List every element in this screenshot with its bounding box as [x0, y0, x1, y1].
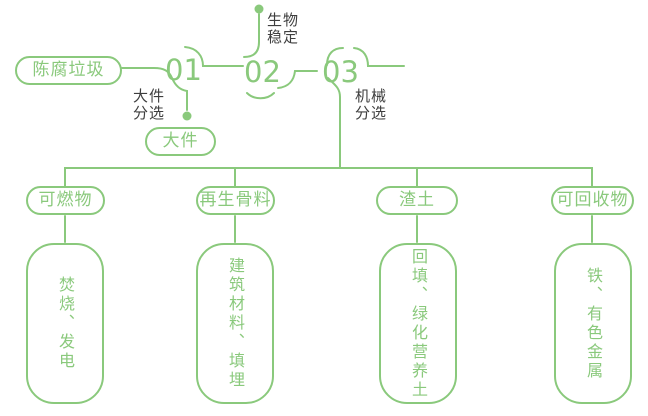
line-02-to-03 [277, 70, 318, 89]
detail-box-incineration: 焚烧、发电 [26, 243, 104, 404]
node-recyclables: 可回收物 [551, 186, 634, 215]
node-combustibles: 可燃物 [26, 186, 105, 215]
detail-box-metals: 铁、有色金属 [554, 243, 632, 404]
detail-box-construction: 建筑材料、填埋 [196, 243, 274, 404]
step-number-02: 02 [244, 55, 281, 89]
node-large-items: 大件 [145, 127, 216, 156]
line-source-to-01 [121, 67, 188, 111]
step-number-01: 01 [165, 53, 202, 87]
step-label-bulky-sorting: 大件 分选 [133, 87, 166, 122]
detail-text-incineration: 焚烧、发电 [56, 276, 75, 371]
step-label-bio-stabilization: 生物 稳定 [267, 11, 300, 46]
detail-text-construction: 建筑材料、填埋 [226, 257, 245, 390]
line-03-out [353, 47, 405, 67]
branch-dot-large-items [182, 111, 192, 121]
line-03-down [327, 77, 341, 169]
node-slag-soil: 渣土 [376, 186, 458, 215]
detail-box-backfill: 回填、绿化营养土 [379, 243, 457, 404]
node-aged-waste: 陈腐垃圾 [15, 56, 122, 85]
arc-under-02 [246, 92, 275, 100]
node-recycled-aggregate: 再生骨料 [196, 186, 275, 215]
line-bio-drop [243, 13, 260, 58]
step-label-mechanical-sorting: 机械 分选 [355, 87, 388, 122]
detail-text-metals: 铁、有色金属 [584, 266, 603, 381]
detail-text-backfill: 回填、绿化营养土 [409, 247, 428, 400]
branch-rail [64, 167, 593, 187]
arc-over-03 [326, 47, 344, 66]
step-number-03: 03 [322, 55, 359, 89]
line-01-to-02 [184, 46, 244, 67]
branch-dot-bio [254, 4, 264, 14]
